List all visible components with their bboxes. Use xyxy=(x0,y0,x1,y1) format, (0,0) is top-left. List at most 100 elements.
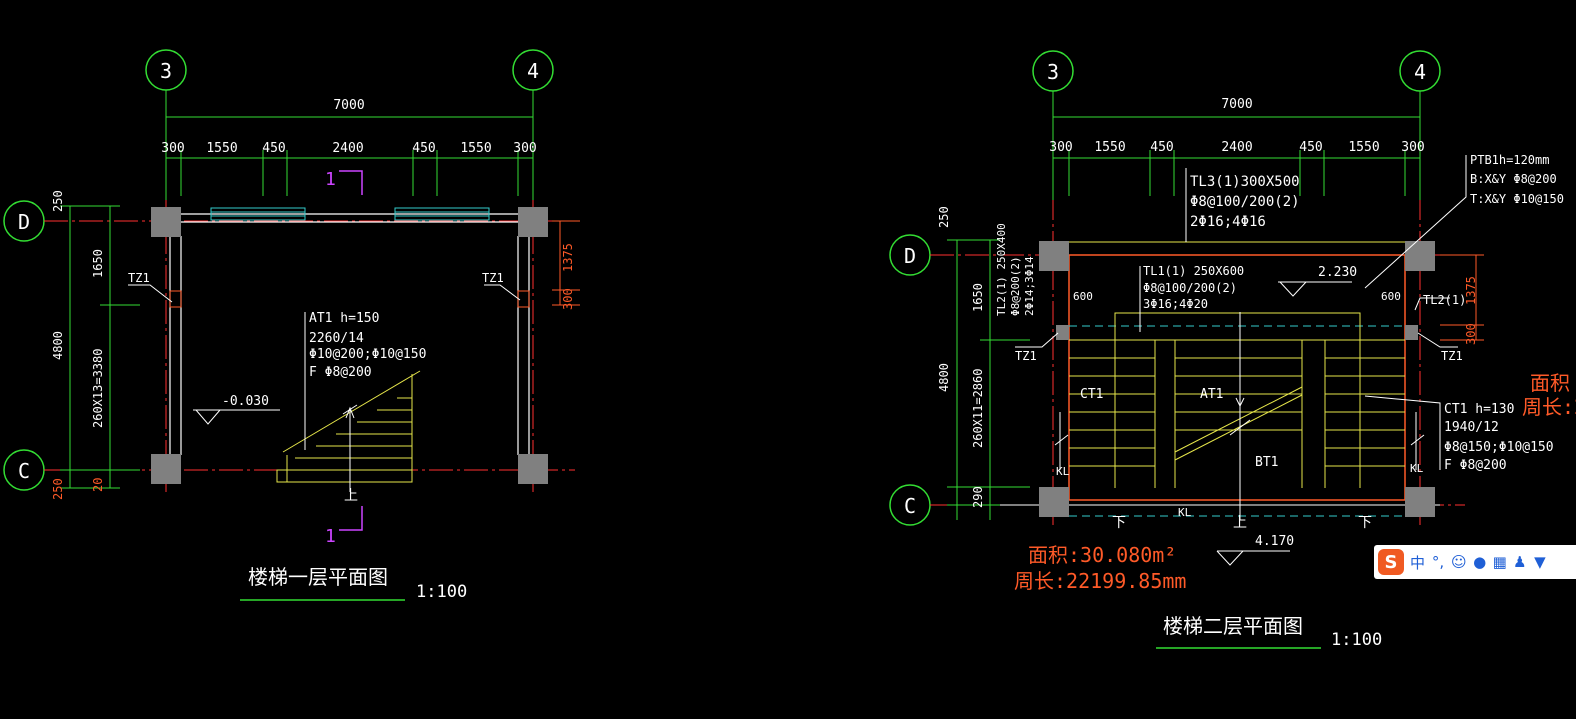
emoji-icon[interactable]: ☺ xyxy=(1451,553,1467,571)
axis-bubble-4-right: 4 xyxy=(1399,50,1441,92)
member-label: CT1 xyxy=(1080,387,1103,402)
dim-vertical: 1650 xyxy=(971,283,985,312)
area-readout: 面积:30.080m² xyxy=(1028,543,1176,567)
level-text: 2.230 xyxy=(1318,265,1357,280)
ime-punctuation-toggle[interactable]: °, xyxy=(1431,553,1445,571)
axis-bubble-d-left: D xyxy=(3,200,45,242)
top-dimensions-right xyxy=(1052,91,1421,200)
section-marks-left xyxy=(339,170,363,531)
dim-vertical: 1375 xyxy=(1464,276,1478,305)
segment-dims-right: 300 1550 450 2400 450 1550 300 xyxy=(1049,140,1424,155)
dim-segment: 2400 xyxy=(1221,140,1252,155)
note-line: TL2(1) 250X400 xyxy=(995,223,1008,316)
dim-vertical: 300 xyxy=(1464,323,1478,345)
dim-segment: 2400 xyxy=(332,141,363,156)
member-label: AT1 xyxy=(1200,387,1223,402)
dim-vertical: 4800 xyxy=(51,331,65,360)
walls-left xyxy=(169,213,530,455)
dim-segment: 450 xyxy=(412,141,435,156)
plan-title: 楼梯二层平面图 xyxy=(1163,614,1303,638)
dim-segment: 300 xyxy=(1401,140,1424,155)
member-label: KL xyxy=(1056,465,1070,478)
note-line: AT1 h=150 xyxy=(309,311,379,326)
ime-logo-icon[interactable]: S xyxy=(1378,549,1404,575)
axis-label: 3 xyxy=(1047,60,1059,84)
mic-icon[interactable]: ● xyxy=(1473,553,1487,571)
keyboard-icon[interactable]: ▦ xyxy=(1492,553,1507,571)
dim-vertical: 20 xyxy=(91,478,105,492)
direction-mark: 下 xyxy=(1112,515,1126,531)
note-line: PTB1h=120mm xyxy=(1470,153,1549,167)
direction-mark: 下 xyxy=(1358,515,1372,531)
dim-segment: 1550 xyxy=(206,141,237,156)
shirt-icon[interactable]: ▼ xyxy=(1534,553,1546,571)
dim-vertical: 1375 xyxy=(561,243,575,272)
tz-columns-left xyxy=(169,290,530,308)
tz-label: TZ1 xyxy=(128,271,150,285)
plan-scale: 1:100 xyxy=(1331,630,1382,650)
axis-label: 4 xyxy=(527,59,539,83)
perimeter-readout-partial: 周长:2 xyxy=(1522,395,1576,419)
ime-toolbar[interactable]: S 中 °, ☺ ● ▦ ♟ ▼ xyxy=(1374,545,1576,579)
axis-bubble-c-left: C xyxy=(3,449,45,491)
axis-bubble-4-left: 4 xyxy=(512,49,554,91)
note-line: Φ8@100/200(2) xyxy=(1190,194,1300,210)
plan-right: 3 4 D C xyxy=(889,50,1576,650)
section-mark-label: 1 xyxy=(325,526,336,547)
member-labels-right: CT1 AT1 BT1 KL KL KL 600 600 下 上 下 TZ1 T… xyxy=(1015,290,1466,531)
tz-label: TZ1 xyxy=(482,271,504,285)
right-dimensions-right xyxy=(1440,254,1484,341)
level-mark-left xyxy=(193,409,280,425)
columns-left xyxy=(151,207,548,484)
note-line: 2260/14 xyxy=(309,331,364,346)
tl3-note: TL3(1)300X500 Φ8@100/200(2) 2Φ16;4Φ16 xyxy=(1190,174,1300,230)
axis-label: D xyxy=(904,244,916,268)
axis-lines-left xyxy=(44,90,575,492)
member-label: 600 xyxy=(1073,290,1093,303)
dim-vertical: 290 xyxy=(971,486,985,508)
note-line: CT1 h=130 xyxy=(1444,402,1514,417)
dim-vertical: 1650 xyxy=(91,249,105,278)
left-dim-texts-right: 250 1650 4800 260X11=2860 290 xyxy=(937,206,985,508)
axis-label: C xyxy=(18,459,30,483)
plan-title: 楼梯一层平面图 xyxy=(248,565,388,589)
dim-segment: 450 xyxy=(1150,140,1173,155)
dim-segment: 300 xyxy=(513,141,536,156)
note-line: TL3(1)300X500 xyxy=(1190,174,1300,190)
dim-vertical: 4800 xyxy=(937,363,951,392)
axis-bubble-c-right: C xyxy=(889,484,931,526)
note-line: TL1(1) 250X600 xyxy=(1143,264,1244,278)
dim-segment: 1550 xyxy=(1094,140,1125,155)
note-line: T:X&Y Φ10@150 xyxy=(1470,192,1564,206)
tz-label: TZ1 xyxy=(1015,349,1037,363)
dim-segment: 300 xyxy=(1049,140,1072,155)
dim-segment: 1550 xyxy=(1348,140,1379,155)
ct1-leader xyxy=(1364,395,1441,470)
tz-leaders-right xyxy=(1015,297,1458,348)
note-line: 2Φ14;3Φ14 xyxy=(1023,256,1036,316)
ime-language-toggle[interactable]: 中 xyxy=(1410,553,1426,572)
note-line: B:X&Y Φ8@200 xyxy=(1470,172,1557,186)
level-mark-top-right xyxy=(1278,281,1352,297)
dim-segment: 450 xyxy=(262,141,285,156)
dim-vertical: 260X11=2860 xyxy=(971,369,985,448)
dim-total: 7000 xyxy=(333,98,364,113)
note-line: Φ8@150;Φ10@150 xyxy=(1444,440,1554,455)
dim-segment: 450 xyxy=(1299,140,1322,155)
note-line: Φ10@200;Φ10@150 xyxy=(309,347,426,362)
axis-label: D xyxy=(18,210,30,234)
axis-bubble-d-right: D xyxy=(889,234,931,276)
ct1-note: CT1 h=130 1940/12 Φ8@150;Φ10@150 F Φ8@20… xyxy=(1444,402,1554,473)
tz-label: TZ1 xyxy=(1441,349,1463,363)
left-dimensions-left xyxy=(60,205,140,489)
plan-left: 3 4 D C xyxy=(3,49,580,602)
tl2-note: TL2(1) 250X400 Φ8@200(2) 2Φ14;3Φ14 xyxy=(995,223,1036,316)
section-mark-label: 1 xyxy=(325,169,336,190)
tl2-label: TL2(1) xyxy=(1423,293,1466,307)
right-dimensions-left xyxy=(552,220,580,306)
axis-label: C xyxy=(904,494,916,518)
dim-segment: 1550 xyxy=(460,141,491,156)
axis-label: 4 xyxy=(1414,60,1426,84)
user-icon[interactable]: ♟ xyxy=(1513,553,1527,571)
